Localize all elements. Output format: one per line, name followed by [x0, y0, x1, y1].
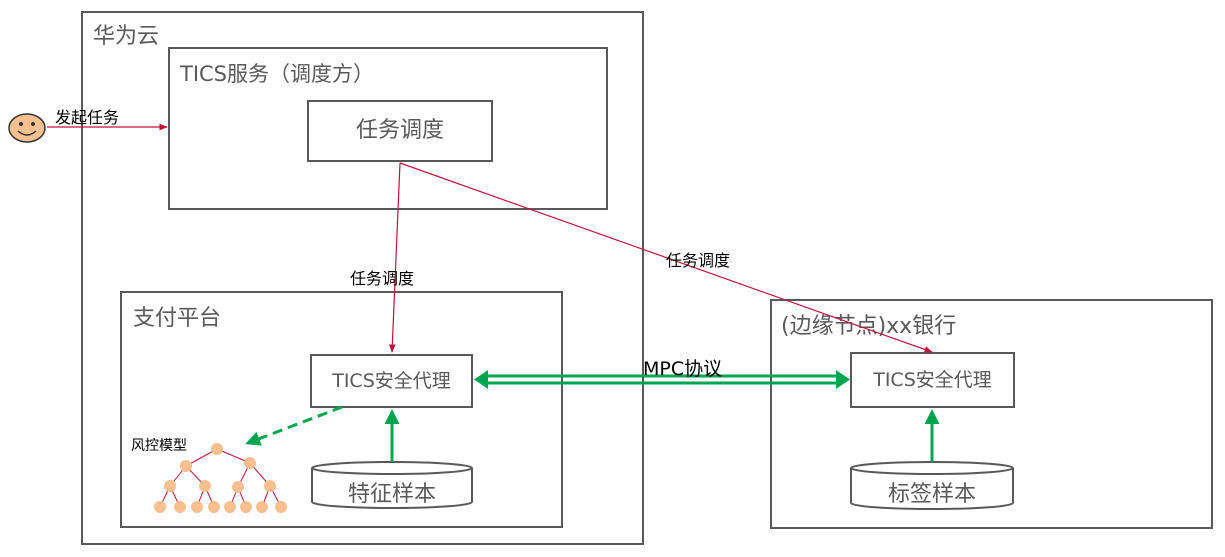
- bank-agent-label: TICS安全代理: [873, 369, 992, 391]
- risk-model-tree-icon: [159, 448, 282, 508]
- schedule-to-bank-label: 任务调度: [666, 251, 731, 270]
- mpc-double-arrow: [474, 370, 850, 389]
- initiate-task-label: 发起任务: [55, 108, 120, 127]
- tics-service-label: TICS服务（调度方）: [180, 62, 375, 86]
- bank-agent-box: [850, 352, 1015, 408]
- task-scheduler-box: [307, 100, 493, 162]
- label-sample-cylinder: [850, 461, 1014, 510]
- risk-model-nodes: [154, 443, 287, 513]
- schedule-to-bank-arrow: [399, 162, 933, 353]
- payment-platform-label: 支付平台: [133, 306, 222, 331]
- agent-to-model-arrow: [245, 405, 343, 446]
- feature-sample-label: 特征样本: [347, 482, 436, 507]
- smiley-icon: [8, 113, 46, 143]
- bank-node-label: (边缘节点)xx银行: [781, 314, 957, 339]
- payment-agent-box: [310, 354, 473, 408]
- task-scheduler-label: 任务调度: [355, 118, 444, 143]
- label-sample-label: 标签样本: [887, 482, 976, 507]
- mpc-protocol-label: MPC协议: [643, 358, 723, 380]
- huawei-cloud-label: 华为云: [93, 24, 160, 49]
- risk-model-label: 风控模型: [131, 438, 187, 454]
- schedule-to-payment-label: 任务调度: [350, 269, 415, 288]
- schedule-to-payment-arrow: [388, 162, 401, 353]
- payment-agent-label: TICS安全代理: [332, 370, 451, 392]
